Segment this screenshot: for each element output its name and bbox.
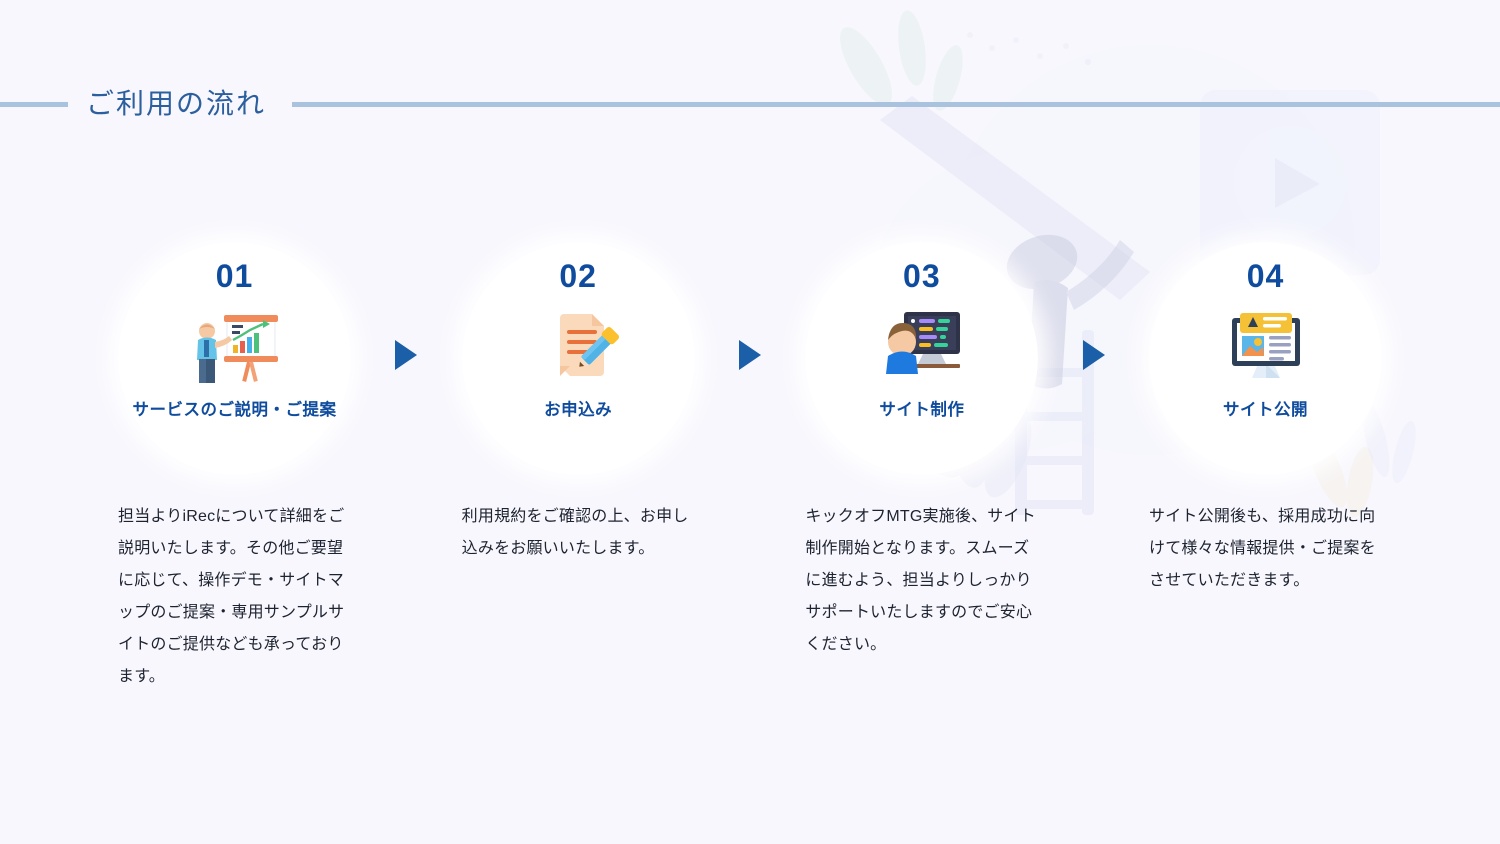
step-card-04: 04 [1149, 242, 1383, 597]
step-number-04: 04 [1246, 258, 1285, 294]
presentation-chart-icon [187, 304, 283, 386]
step-label-04: サイト公開 [1223, 401, 1309, 419]
step-separator-3 [1038, 242, 1149, 370]
step-description-02: 利用規約をご確認の上、お申し込みをお願いいたします。 [461, 508, 689, 557]
document-pencil-icon [530, 304, 626, 386]
header-rule-right [292, 101, 1500, 107]
step-circle-03: 03 [805, 242, 1039, 475]
developer-monitor-icon [874, 304, 970, 386]
arrow-right-icon [1082, 340, 1105, 370]
step-number-01: 01 [215, 258, 254, 294]
step-description-03: キックオフMTG実施後、サイト制作開始となります。スムーズに進むよう、担当よりし… [805, 508, 1036, 653]
step-number-03: 03 [903, 258, 941, 294]
step-label-02: お申込み [544, 401, 613, 419]
step-card-01: 01 [118, 242, 351, 693]
step-circle-02: 02 お申込み [461, 242, 695, 475]
steps-row: 01 [0, 242, 1500, 693]
step-circle-01: 01 [118, 242, 351, 475]
step-description-01: 担当よりiRecについて詳細をご説明いたします。その他ご要望に応じて、操作デモ・… [118, 508, 345, 685]
step-label-03: サイト制作 [879, 401, 965, 419]
step-label-01: サービスのご説明・ご提案 [132, 401, 337, 419]
step-circle-04: 04 [1149, 242, 1383, 475]
page-title: ご利用の流れ [86, 88, 267, 119]
arrow-right-icon [739, 340, 761, 370]
step-card-03: 03 [805, 242, 1039, 661]
arrow-right-icon [395, 340, 418, 370]
step-description-04: サイト公開後も、採用成功に向けて様々な情報提供・ご提案をさせていただきます。 [1149, 508, 1376, 589]
step-number-02: 02 [559, 258, 597, 294]
step-separator-2 [695, 242, 806, 370]
step-separator-1 [351, 242, 462, 370]
website-monitor-icon [1218, 304, 1314, 386]
header-rule-left [0, 101, 68, 107]
section-header: ご利用の流れ [0, 84, 1500, 124]
step-card-02: 02 お申込み [461, 242, 695, 565]
